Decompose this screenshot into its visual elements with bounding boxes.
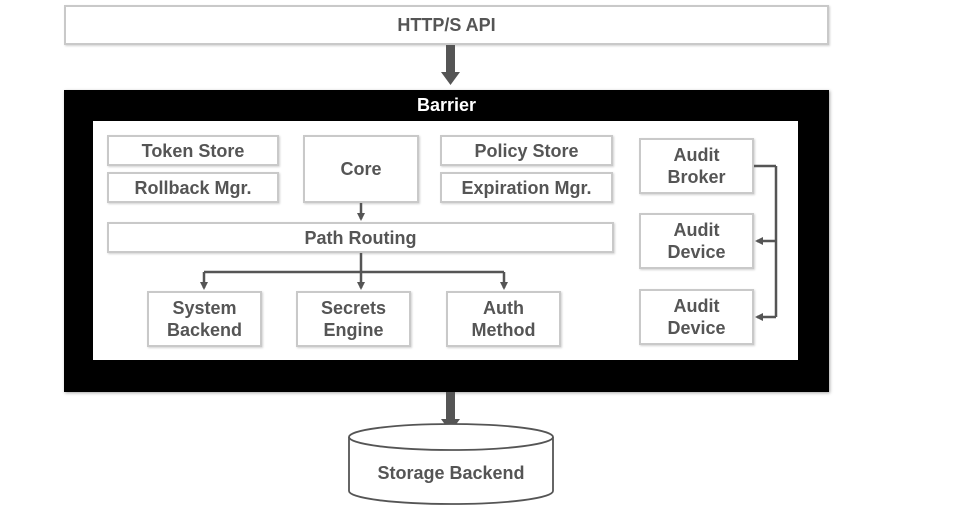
- token-store-box: Token Store: [107, 135, 279, 166]
- policy-store-box: Policy Store: [440, 135, 613, 166]
- api-to-barrier-arrow: [441, 45, 460, 85]
- secrets-engine-box: Secrets Engine: [296, 291, 411, 347]
- audit-device-label-2: Audit Device: [667, 296, 726, 338]
- token-store-label: Token Store: [141, 140, 245, 161]
- core-label: Core: [340, 159, 382, 179]
- audit-broker-box: Audit Broker: [639, 138, 754, 194]
- rollback-manager-label: Rollback Mgr.: [134, 177, 252, 198]
- secrets-engine-label: Secrets Engine: [320, 298, 387, 340]
- rollback-manager-box: Rollback Mgr.: [107, 172, 279, 203]
- audit-broker-to-devices-connector: [754, 164, 778, 321]
- auth-method-label: Auth Method: [471, 298, 536, 340]
- http-api-box: HTTP/S API: [64, 5, 829, 45]
- expiration-manager-box: Expiration Mgr.: [440, 172, 613, 203]
- routing-to-backends-connector: [200, 253, 508, 290]
- storage-backend-cylinder: [348, 423, 554, 505]
- audit-device-box-1: Audit Device: [639, 213, 754, 269]
- core-box: Core: [303, 135, 419, 203]
- audit-device-label-1: Audit Device: [667, 220, 726, 262]
- auth-method-box: Auth Method: [446, 291, 561, 347]
- policy-store-label: Policy Store: [474, 140, 579, 161]
- audit-broker-label: Audit Broker: [667, 145, 726, 187]
- barrier-label: Barrier: [416, 95, 477, 115]
- path-routing-label: Path Routing: [304, 227, 417, 248]
- system-backend-label: System Backend: [166, 298, 243, 340]
- path-routing-box: Path Routing: [107, 222, 614, 253]
- audit-device-box-2: Audit Device: [639, 289, 754, 345]
- system-backend-box: System Backend: [147, 291, 262, 347]
- storage-backend-label: Storage Backend: [377, 463, 525, 483]
- http-api-label: HTTP/S API: [397, 15, 496, 35]
- expiration-manager-label: Expiration Mgr.: [461, 177, 592, 198]
